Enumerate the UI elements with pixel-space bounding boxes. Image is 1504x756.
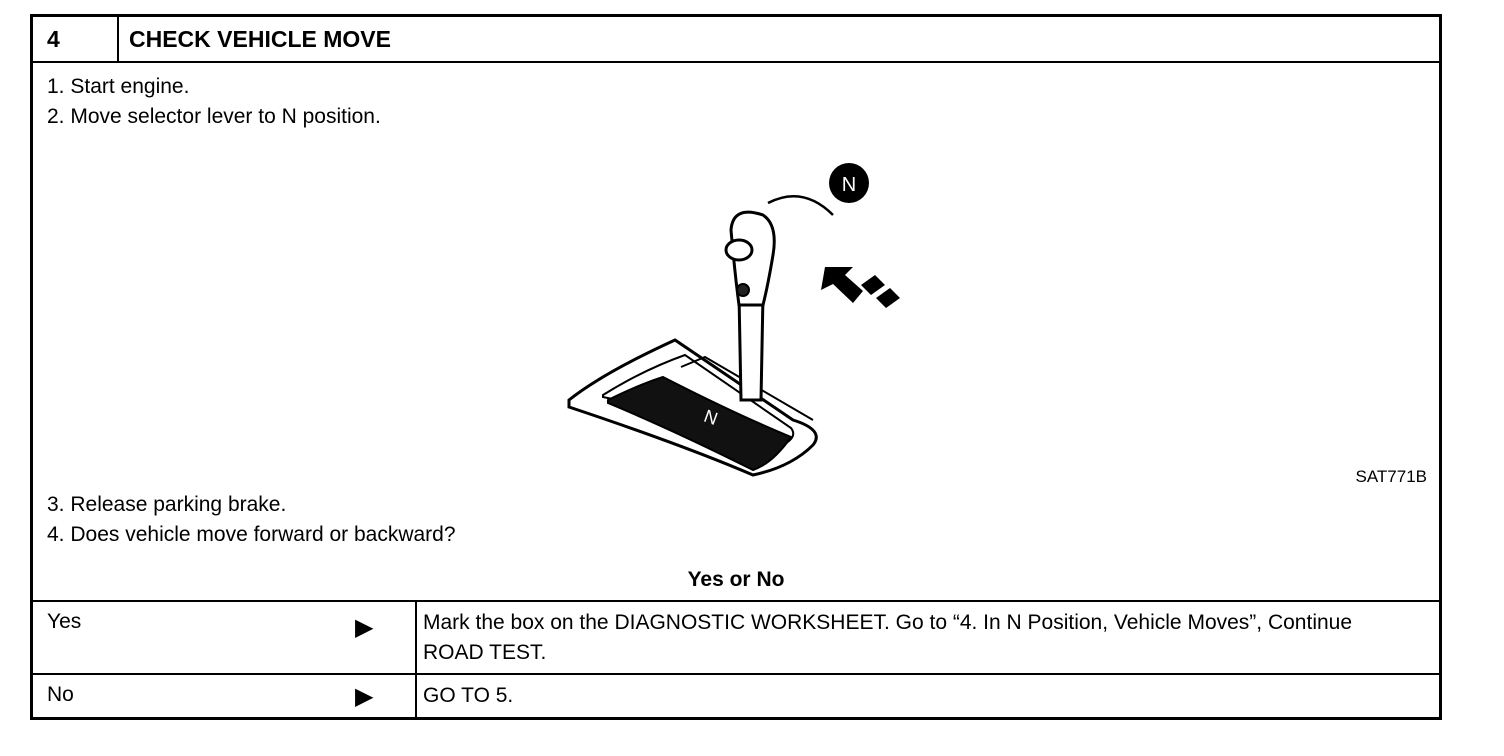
- answer-result: Mark the box on the DIAGNOSTIC WORKSHEET…: [423, 611, 1353, 664]
- gate-letter: N: [701, 405, 720, 428]
- instruction-1: 1. Start engine.: [47, 75, 190, 98]
- detent-button: [736, 283, 750, 297]
- lever-stem: [737, 293, 765, 402]
- knob-button: [724, 238, 754, 262]
- arrow-dash: [876, 288, 900, 308]
- answer-label: Yes: [47, 610, 82, 633]
- column-divider: [415, 602, 417, 674]
- step-number: 4: [33, 17, 119, 61]
- position-badge-label: N: [842, 174, 856, 196]
- question-label: Yes or No: [687, 568, 785, 591]
- gate-slot-line: [680, 355, 814, 421]
- diagnostic-step-box: 4 CHECK VEHICLE MOVE 1. Start engine. 2.…: [30, 14, 1442, 720]
- answer-label: No: [47, 683, 74, 706]
- answer-row-no: No ▶ GO TO 5.: [33, 673, 1439, 719]
- gate-indicator-strip: [607, 375, 793, 472]
- answer-result: GO TO 5.: [423, 684, 514, 707]
- arrow-right-icon: ▶: [355, 683, 374, 710]
- instruction-4: 4. Does vehicle move forward or backward…: [47, 523, 456, 546]
- column-divider: [415, 675, 417, 719]
- position-badge: [829, 163, 869, 203]
- arrow-dash: [861, 275, 885, 295]
- figure-code: SAT771B: [1355, 467, 1427, 486]
- arrow-right-icon: ▶: [355, 614, 374, 641]
- instruction-3: 3. Release parking brake.: [47, 493, 287, 516]
- guide-curve: [767, 195, 834, 216]
- answer-row-yes: Yes ▶ Mark the box on the DIAGNOSTIC WOR…: [33, 600, 1439, 674]
- selector-lever-illustration: N N: [567, 163, 900, 477]
- lever-handle: [729, 210, 776, 307]
- push-arrow-icon: [821, 267, 863, 303]
- instruction-2: 2. Move selector lever to N position.: [47, 105, 381, 128]
- step-title: CHECK VEHICLE MOVE: [129, 26, 391, 52]
- step-header: 4 CHECK VEHICLE MOVE: [33, 17, 1439, 63]
